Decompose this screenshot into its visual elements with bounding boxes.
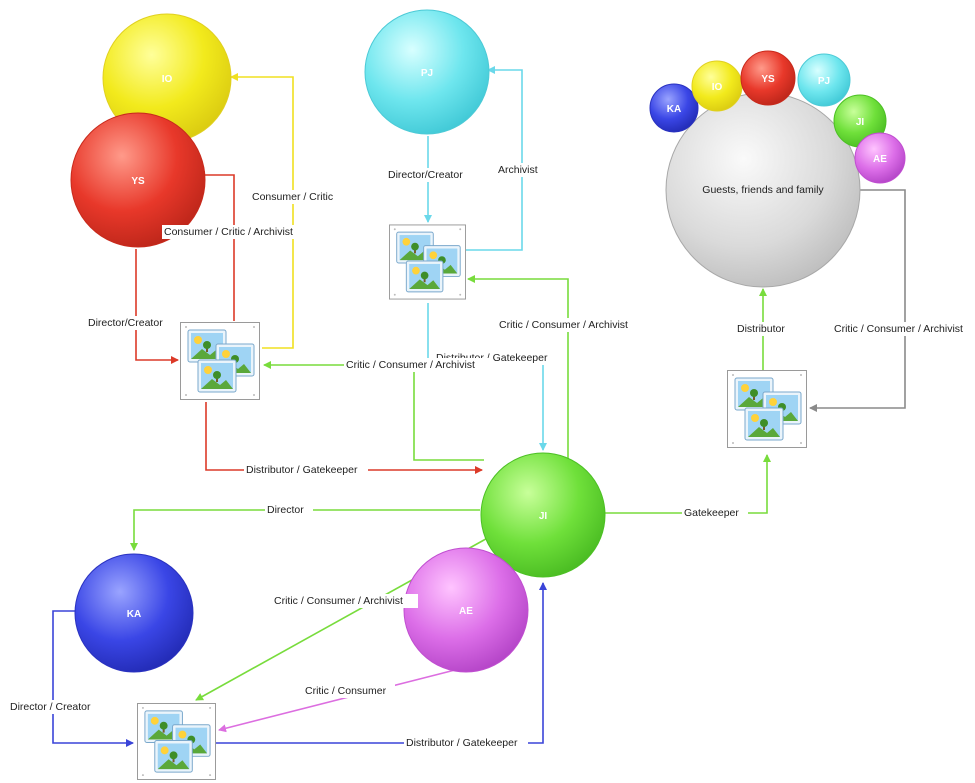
- edge-label-critic-consumer-archivist-ys-photos: Critic / Consumer / Archivist: [346, 359, 475, 371]
- guest-ka: [649, 83, 699, 133]
- edge-label-director-creator-ka: Director / Creator: [10, 701, 91, 713]
- edge-guests-to-photos: [809, 189, 906, 412]
- edge-photos-to-pj: [465, 66, 523, 251]
- edge-label-critic-consumer-archivist-ka-photos: Critic / Consumer / Archivist: [274, 595, 403, 607]
- edge-photos-ys-to-ji: [205, 402, 483, 474]
- edge-label-director-ka: Director: [267, 504, 304, 516]
- edge-ji-to-ka: [130, 509, 480, 551]
- edge-ae-to-photos-ka: [218, 669, 456, 733]
- edge-ka-to-photos: [52, 610, 134, 747]
- edge-photos-to-io: [230, 73, 294, 349]
- node-pj: [364, 9, 490, 135]
- node-ys-label: YS: [131, 176, 145, 187]
- node-ji: [480, 452, 606, 578]
- photos-ys-icon: [180, 322, 260, 400]
- edge-label-archivist-pj: Archivist: [498, 164, 538, 176]
- guest-ys: [740, 50, 796, 106]
- guest-pj: [797, 53, 851, 107]
- edge-label-critic-consumer-ae: Critic / Consumer: [305, 685, 387, 697]
- photos-pj-icon: [389, 224, 466, 300]
- edge-photos-ka-to-ji: [216, 582, 547, 744]
- node-ji-label: JI: [539, 511, 548, 522]
- edge-ji-to-photos-ys: [263, 361, 484, 461]
- edge-ys-to-photos: [135, 249, 179, 364]
- node-pj-label: PJ: [421, 68, 433, 79]
- guest-ys-label: YS: [761, 74, 775, 85]
- edge-label-distributor-gatekeeper-ka: Distributor / Gatekeeper: [406, 737, 518, 749]
- edge-ji-to-photos-pj: [467, 275, 569, 478]
- edge-label-director-creator-pj: Director/Creator: [388, 169, 463, 181]
- node-ae: [403, 547, 529, 673]
- guest-ka-label: KA: [667, 104, 681, 115]
- guest-ae-label: AE: [873, 154, 887, 165]
- edge-label-critic-consumer-archivist-pj: Critic / Consumer / Archivist: [499, 319, 628, 331]
- photos-guests-icon: [727, 370, 807, 448]
- guest-pj-label: PJ: [818, 76, 830, 87]
- guest-ji-label: JI: [856, 117, 865, 128]
- edge-ji-to-photos-guests: [604, 454, 771, 514]
- edge-label-consumer-critic-archivist-ys: Consumer / Critic / Archivist: [164, 226, 293, 238]
- guests-label: Guests, friends and family: [702, 184, 824, 196]
- edge-photos-to-ys: [197, 171, 235, 321]
- edge-label-gatekeeper-guests: Gatekeeper: [684, 507, 739, 519]
- edge-label-critic-consumer-archivist-guests: Critic / Consumer / Archivist: [834, 323, 963, 335]
- node-ka: [74, 553, 194, 673]
- guest-io-label: IO: [712, 82, 723, 93]
- edge-label-distributor-gatekeeper-ys: Distributor / Gatekeeper: [246, 464, 358, 476]
- edge-label-consumer-critic-io: Consumer / Critic: [252, 191, 333, 203]
- photos-ka-icon: [137, 703, 216, 780]
- node-io-label: IO: [162, 74, 173, 85]
- node-ys: [70, 112, 206, 248]
- node-ka-label: KA: [127, 609, 141, 620]
- edge-label-distributor-guests: Distributor: [737, 323, 785, 335]
- edge-label-director-creator-ys: Director/Creator: [88, 317, 163, 329]
- guest-ae: [854, 132, 906, 184]
- node-ae-label: AE: [459, 606, 473, 617]
